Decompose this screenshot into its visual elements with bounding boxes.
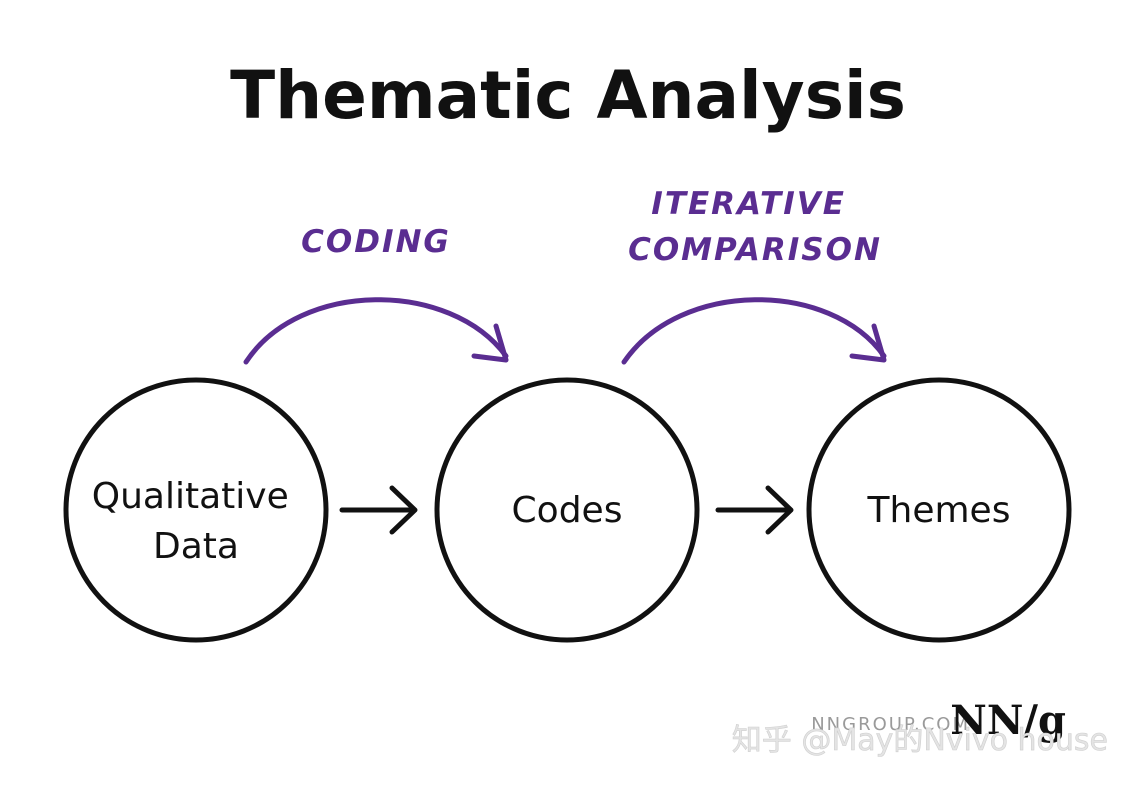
coding-curve-arrow [243,297,509,365]
page-title: Thematic Analysis [230,57,906,134]
transition-label-coding: CODING [301,224,451,260]
node-label-codes: Codes [512,490,623,531]
arrowhead-data-to-codes [389,485,418,535]
watermark: 知乎 @May的Nvivo house [732,723,1108,758]
site-url: NNGROUP.COM [811,714,970,735]
node-codes [434,377,700,643]
iterative-comparison-curve-arrow [621,297,887,365]
iterative-comparison-curve-arrowhead [849,323,887,363]
transition-label-iterative-comparison: ITERATIVE COMPARISON [628,186,882,268]
arrowhead-codes-to-themes [765,485,794,535]
node-qualitative-data [63,377,329,643]
node-label-qualitative-data: Qualitative Data [92,476,300,567]
node-themes [806,377,1072,643]
node-label-themes: Themes [867,490,1011,531]
nngroup-logo: NN/g [950,697,1066,744]
coding-curve-arrowhead [471,323,509,363]
